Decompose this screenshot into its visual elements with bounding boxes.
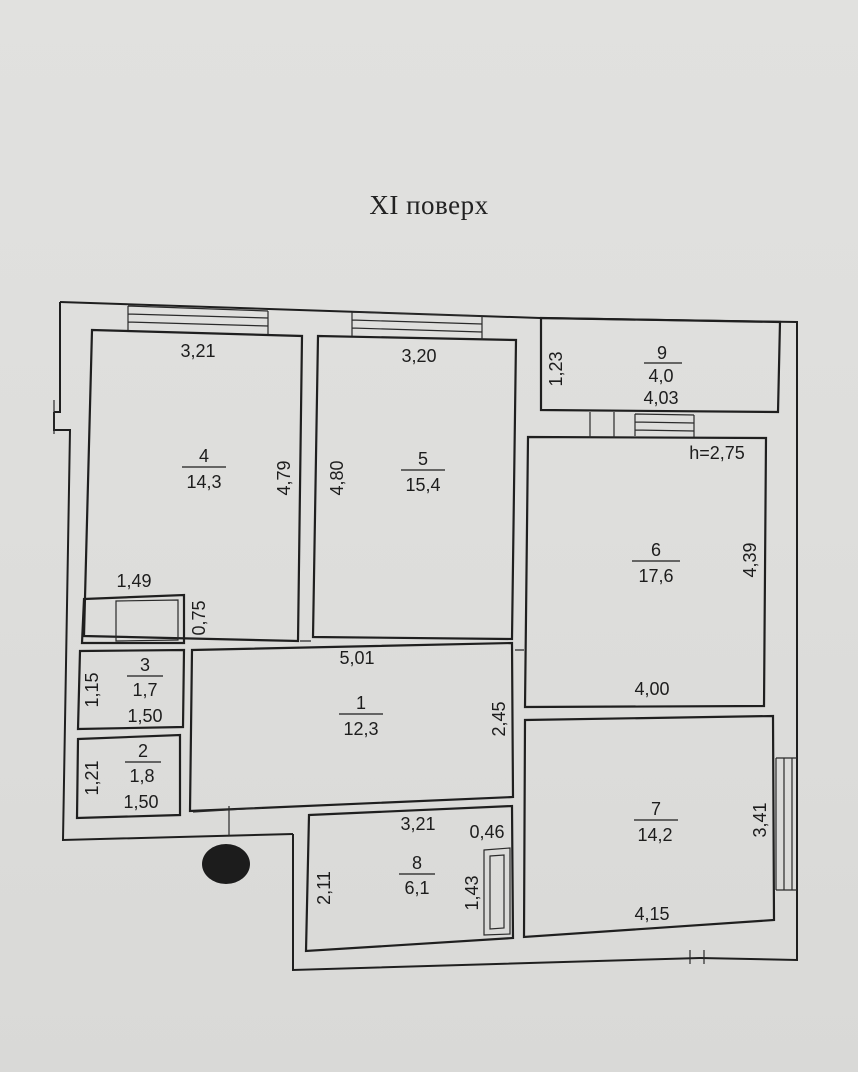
closet: 1,49 0,75	[116, 571, 209, 636]
room-5-id: 5	[418, 449, 428, 469]
room-9-width: 4,03	[643, 388, 678, 408]
room-1-area: 12,3	[343, 719, 378, 739]
room-9-height: 1,23	[546, 351, 566, 386]
room-5-width: 3,20	[401, 346, 436, 366]
windows	[127, 305, 797, 891]
room-8-width: 3,21	[400, 814, 435, 834]
room-6-width: 4,00	[634, 679, 669, 699]
room-9-id: 9	[657, 343, 667, 363]
floor-title: XI поверх	[369, 190, 489, 220]
room-7-height: 3,41	[750, 802, 770, 837]
room-6-height: 4,39	[740, 542, 760, 577]
room-2-id: 2	[138, 741, 148, 761]
room-5: 3,20 5 15,4 4,80	[327, 346, 445, 496]
room-1-width: 5,01	[339, 648, 374, 668]
room-2: 2 1,8 1,50 1,21	[82, 741, 161, 812]
room-6: h=2,75 6 17,6 4,39 4,00	[632, 443, 760, 699]
ceiling-height: h=2,75	[689, 443, 745, 463]
room-7: 7 14,2 3,41 4,15	[634, 799, 770, 924]
room-8: 3,21 0,46 8 6,1 2,11 1,43	[314, 814, 505, 911]
outer-walls	[53, 301, 798, 972]
room-3-width: 1,50	[127, 706, 162, 726]
room-1-id: 1	[356, 693, 366, 713]
room-2-width: 1,50	[123, 792, 158, 812]
room-6-id: 6	[651, 540, 661, 560]
room-9-area: 4,0	[648, 366, 673, 386]
entrance-marker-icon	[202, 844, 250, 884]
shaft-height: 1,43	[462, 875, 482, 910]
room-7-width: 4,15	[634, 904, 669, 924]
closet-width: 1,49	[116, 571, 151, 591]
room-4: 3,21 4 14,3 4,79	[180, 341, 294, 496]
room-9: 9 4,0 4,03 1,23	[546, 343, 682, 408]
closet-height: 0,75	[189, 600, 209, 635]
room-8-height: 2,11	[314, 871, 334, 905]
room-4-id: 4	[199, 446, 209, 466]
room-5-area: 15,4	[405, 475, 440, 495]
room-3-height: 1,15	[82, 672, 102, 707]
room-7-area: 14,2	[637, 825, 672, 845]
room-5-height: 4,80	[327, 460, 347, 495]
room-4-width: 3,21	[180, 341, 215, 361]
room-8-area: 6,1	[404, 878, 429, 898]
room-7-id: 7	[651, 799, 661, 819]
room-8-id: 8	[412, 853, 422, 873]
shaft-width: 0,46	[469, 822, 504, 842]
doors	[192, 412, 615, 836]
room-1: 5,01 1 12,3 2,45	[339, 648, 509, 739]
room-outlines	[75, 316, 782, 953]
room-4-area: 14,3	[186, 472, 221, 492]
room-4-height: 4,79	[274, 460, 294, 495]
room-6-area: 17,6	[638, 566, 673, 586]
room-2-height: 1,21	[82, 760, 102, 795]
room-3: 3 1,7 1,50 1,15	[82, 655, 163, 726]
room-3-id: 3	[140, 655, 150, 675]
room-3-area: 1,7	[132, 680, 157, 700]
room-2-area: 1,8	[129, 766, 154, 786]
room-1-height: 2,45	[489, 701, 509, 736]
